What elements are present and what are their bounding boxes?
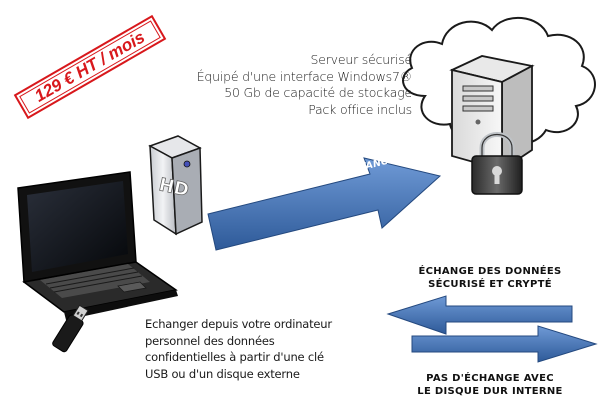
usb-description: Echanger depuis votre ordinateur personn… (145, 316, 405, 382)
hard-drive-icon: HD (148, 135, 203, 236)
usb-description-line: personnel des données (145, 333, 275, 348)
server-icon (449, 55, 535, 172)
usb-description-line: USB ou d'un disque externe (145, 366, 300, 381)
caption-line: PAS D'ÉCHANGE AVEC (426, 373, 554, 384)
no-internal-disk-caption: PAS D'ÉCHANGE AVEC LE DISQUE DUR INTERNE (385, 372, 595, 398)
usb-description-line: Echanger depuis votre ordinateur (145, 317, 332, 331)
secure-exchange-caption: ÉCHANGE DES DONNÉES SÉCURISÉ ET CRYPTÉ (385, 265, 595, 291)
laptop-icon (17, 171, 178, 320)
caption-line: SÉCURISÉ ET CRYPTÉ (428, 279, 552, 290)
server-feature: 50 Gb de capacité de stockage (224, 85, 412, 100)
server-feature: Pack office inclus (308, 101, 412, 117)
remote-control-arrow (207, 157, 442, 251)
usb-description-line: confidentielles à partir d'une clé (145, 350, 324, 364)
caption-line: LE DISQUE DUR INTERNE (417, 386, 563, 397)
server-feature-list: Serveur sécurisé Équipé d'une interface … (150, 52, 412, 118)
server-feature: Serveur sécurisé (310, 52, 413, 67)
exchange-arrows (386, 295, 598, 363)
padlock-icon (471, 132, 523, 195)
usb-stick-icon (52, 304, 89, 353)
server-feature: Équipé d'une interface Windows7® (196, 68, 412, 84)
caption-line: ÉCHANGE DES DONNÉES (418, 266, 562, 277)
